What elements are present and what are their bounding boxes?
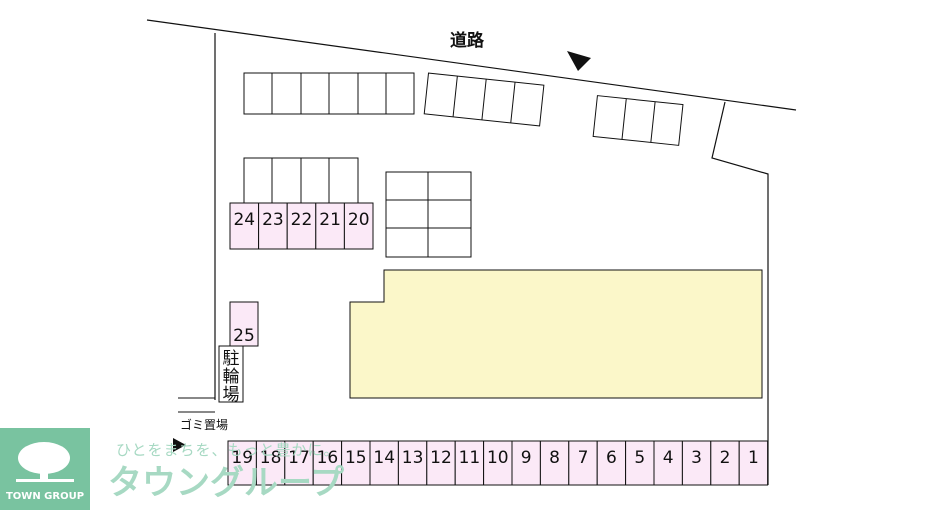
numbered-slot-13: 13 bbox=[397, 440, 428, 486]
garbage-area: ゴミ置場 bbox=[173, 397, 228, 452]
parking-group-middle-left bbox=[243, 157, 359, 204]
slot-label-4: 4 bbox=[663, 448, 674, 468]
numbered-slot-19: 19 bbox=[227, 440, 257, 486]
building bbox=[349, 269, 763, 399]
numbered-slot-10: 10 bbox=[483, 440, 513, 486]
watermark-logo-text: TOWN GROUP bbox=[6, 491, 84, 502]
entrance-arrow-icon bbox=[173, 438, 186, 452]
numbered-slot-4: 4 bbox=[653, 440, 683, 486]
road-edge-line bbox=[146, 19, 797, 111]
parking-group-top-center bbox=[423, 72, 545, 127]
numbered-slot-8: 8 bbox=[539, 440, 570, 486]
slot-label-14: 14 bbox=[373, 448, 395, 468]
watermark: TOWN GROUP ひとをまちを、もっと豊かに。 タウングループ bbox=[0, 428, 344, 510]
slot-label-9: 9 bbox=[521, 448, 532, 468]
numbered-slot-11: 11 bbox=[454, 440, 485, 486]
numbered-slot-21: 21 bbox=[315, 202, 345, 250]
numbered-slots-top-row: 24 23 22 21 20 bbox=[229, 202, 374, 250]
numbered-slot-7: 7 bbox=[568, 440, 598, 486]
numbered-slot-14: 14 bbox=[369, 440, 399, 486]
slot-label-11: 11 bbox=[459, 448, 481, 468]
numbered-slot-9: 9 bbox=[511, 440, 541, 486]
slot-label-12: 12 bbox=[430, 448, 452, 468]
slot-label-15: 15 bbox=[345, 448, 367, 468]
garbage-label: ゴミ置場 bbox=[180, 417, 228, 432]
slot-label-8: 8 bbox=[549, 448, 560, 468]
bike-parking-char-2: 輪 bbox=[223, 367, 240, 387]
north-arrow-icon bbox=[567, 51, 591, 71]
slot-label-24: 24 bbox=[233, 210, 255, 230]
numbered-slot-15: 15 bbox=[341, 440, 371, 486]
numbered-slot-6: 6 bbox=[596, 440, 627, 486]
numbered-slot-18: 18 bbox=[255, 440, 286, 486]
parking-group-top-left bbox=[243, 72, 415, 115]
road-label: 道路 bbox=[450, 30, 485, 51]
numbered-slot-5: 5 bbox=[625, 440, 655, 486]
numbered-slot-20: 20 bbox=[343, 202, 374, 250]
slot-label-25: 25 bbox=[233, 326, 255, 346]
slot-label-1: 1 bbox=[748, 448, 759, 468]
numbered-slot-3: 3 bbox=[681, 440, 712, 486]
bike-parking-char-1: 駐 bbox=[223, 349, 240, 369]
watermark-tagline: ひとをまちを、もっと豊かに。 bbox=[116, 441, 340, 459]
slot-label-20: 20 bbox=[348, 210, 370, 230]
numbered-slot-16: 16 bbox=[312, 440, 343, 486]
numbered-slot-1: 1 bbox=[738, 440, 769, 486]
numbered-slot-17: 17 bbox=[284, 440, 314, 486]
slot-label-19: 19 bbox=[231, 448, 253, 468]
numbered-slot-24: 24 bbox=[229, 202, 260, 250]
slot-label-5: 5 bbox=[634, 448, 645, 468]
slot-label-18: 18 bbox=[260, 448, 282, 468]
bike-parking-char-3: 場 bbox=[223, 385, 240, 405]
slot-label-6: 6 bbox=[606, 448, 617, 468]
slot-label-7: 7 bbox=[578, 448, 589, 468]
property-boundary bbox=[146, 19, 797, 485]
slot-label-13: 13 bbox=[402, 448, 424, 468]
numbered-slot-12: 12 bbox=[426, 440, 456, 486]
slot-label-21: 21 bbox=[319, 210, 341, 230]
slot-label-3: 3 bbox=[691, 448, 702, 468]
slot-label-10: 10 bbox=[487, 448, 509, 468]
watermark-brand: タウングループ bbox=[108, 463, 344, 503]
tree-icon bbox=[16, 442, 74, 482]
boundary-right bbox=[711, 101, 769, 485]
slot-label-23: 23 bbox=[262, 210, 284, 230]
slot-label-2: 2 bbox=[720, 448, 731, 468]
numbered-slot-23: 23 bbox=[258, 202, 288, 250]
numbered-slot-25: 25 bbox=[229, 301, 259, 347]
numbered-slot-2: 2 bbox=[710, 440, 740, 486]
slot-label-16: 16 bbox=[317, 448, 339, 468]
slot-label-17: 17 bbox=[288, 448, 310, 468]
numbered-slot-22: 22 bbox=[286, 202, 317, 250]
bike-parking: 駐 輪 場 bbox=[218, 345, 244, 405]
parking-grid-center bbox=[385, 171, 472, 258]
parking-group-top-right bbox=[592, 95, 684, 146]
slot-label-22: 22 bbox=[291, 210, 313, 230]
